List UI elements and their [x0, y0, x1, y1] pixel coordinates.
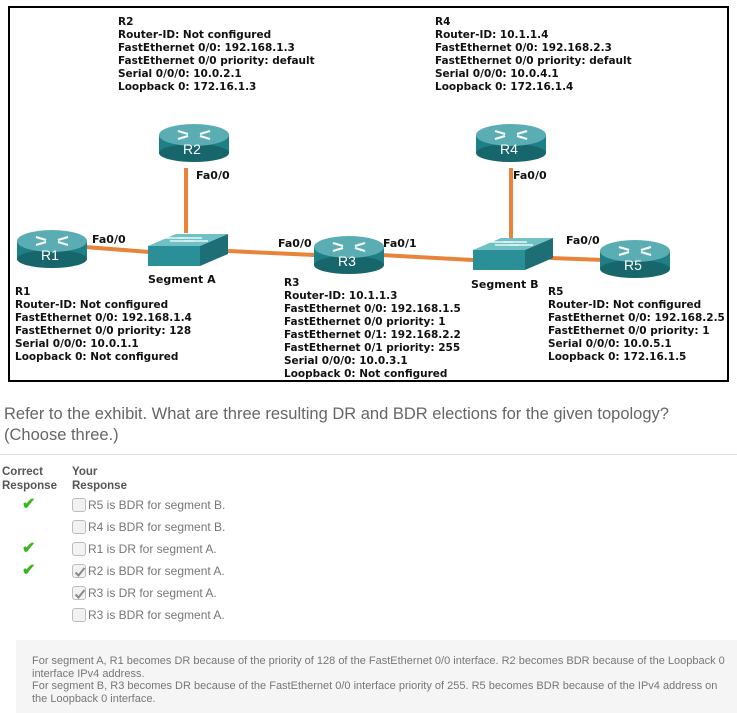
router-name-label: R4	[500, 141, 518, 157]
option-label: R3 is BDR for segment A.	[88, 608, 225, 622]
correct-check-icon: ✔	[22, 562, 36, 579]
option-label: R2 is BDR for segment A.	[88, 564, 225, 578]
router-name-label: R5	[624, 257, 642, 273]
option-label: R3 is DR for segment A.	[88, 586, 217, 600]
router-r5-icon: R5	[600, 240, 670, 278]
checkmark-icon	[74, 589, 86, 599]
router-r1-icon: R1	[17, 230, 87, 268]
router-name-label: R3	[338, 253, 356, 269]
response-checkbox[interactable]	[72, 498, 86, 512]
option-label: R4 is BDR for segment B.	[88, 520, 226, 534]
router-r2-icon: R2	[159, 124, 229, 162]
r5-interface-label: Fa0/0	[566, 234, 600, 247]
r3-fa01-label: Fa0/1	[383, 237, 417, 250]
answer-option[interactable]: R3 is BDR for segment A.	[0, 607, 300, 627]
r2-interface-label: Fa0/0	[196, 169, 230, 182]
response-checkbox[interactable]	[72, 564, 86, 578]
response-checkbox[interactable]	[72, 520, 86, 534]
answer-option[interactable]: ✔ R5 is BDR for segment B.	[0, 496, 300, 517]
correct-check-icon: ✔	[22, 496, 36, 513]
segment-b-label: Segment B	[471, 278, 538, 291]
answer-option[interactable]: R3 is DR for segment A.	[0, 585, 300, 605]
router-name-label: R1	[41, 247, 59, 263]
answer-option[interactable]: R4 is BDR for segment B.	[0, 519, 300, 539]
response-checkbox[interactable]	[72, 608, 86, 622]
network-links	[84, 168, 606, 262]
option-label: R5 is BDR for segment B.	[88, 498, 226, 512]
segment-b-switch	[473, 238, 553, 270]
correct-check-icon: ✔	[22, 540, 36, 557]
r1-interface-label: Fa0/0	[92, 233, 126, 246]
router-name-label: R2	[183, 141, 201, 157]
link-line	[379, 253, 474, 262]
answer-option[interactable]: ✔ R1 is DR for segment A.	[0, 540, 300, 561]
response-checkbox[interactable]	[72, 586, 86, 600]
answer-option[interactable]: ✔ R2 is BDR for segment A.	[0, 562, 300, 583]
r3-fa00-label: Fa0/0	[278, 237, 312, 250]
divider	[0, 454, 737, 455]
question-text: Refer to the exhibit. What are three res…	[4, 405, 669, 444]
explanation-segment-b: For segment B, R3 becomes DR because of …	[32, 680, 718, 705]
segment-a-label: Segment A	[148, 273, 216, 286]
option-label: R1 is DR for segment A.	[88, 542, 217, 556]
link-line	[84, 245, 151, 254]
link-line	[549, 256, 606, 262]
router-r4-icon: R4	[476, 124, 546, 162]
r4-interface-label: Fa0/0	[513, 169, 547, 182]
explanation-panel: For segment A, R1 becomes DR because of …	[16, 640, 737, 713]
checkmark-icon	[74, 567, 86, 577]
response-checkbox[interactable]	[72, 542, 86, 556]
link-line	[227, 249, 316, 257]
explanation-segment-a: For segment A, R1 becomes DR because of …	[32, 655, 725, 680]
router-r3-icon: R3	[314, 236, 384, 274]
segment-a-switch	[148, 234, 228, 266]
